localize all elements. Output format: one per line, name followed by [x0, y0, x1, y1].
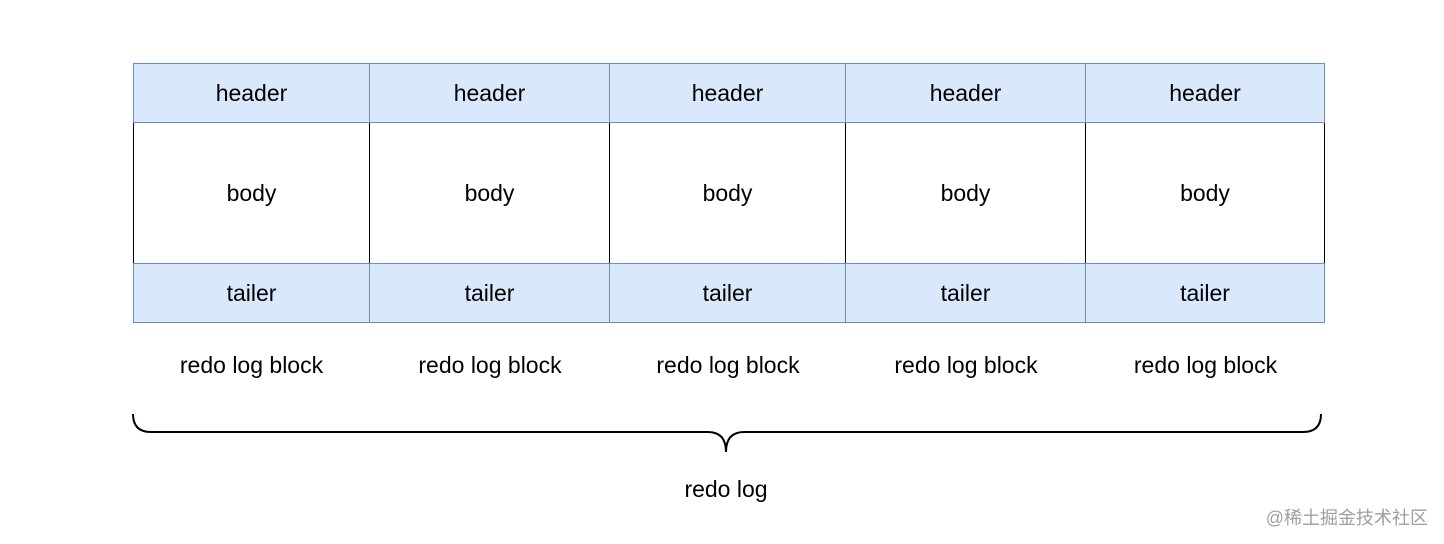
block-header: header — [610, 63, 846, 123]
block-body: body — [1086, 123, 1325, 263]
redo-log-block-5: header body tailer redo log block — [1086, 63, 1325, 407]
block-tailer: tailer — [133, 263, 370, 323]
redo-log-block-1: header body tailer redo log block — [133, 63, 370, 407]
block-header: header — [846, 63, 1086, 123]
block-label: redo log block — [1133, 351, 1278, 378]
block-label: redo log block — [656, 351, 800, 378]
block-body: body — [610, 123, 846, 263]
redo-log-block-2: header body tailer redo log block — [370, 63, 610, 407]
block-body: body — [370, 123, 610, 263]
watermark: @稀土掘金技术社区 — [1265, 508, 1428, 528]
block-body: body — [846, 123, 1086, 263]
block-label: redo log block — [894, 351, 1038, 378]
block-label: redo log block — [418, 351, 562, 378]
block-tailer: tailer — [846, 263, 1086, 323]
redo-log-block-3: header body tailer redo log block — [610, 63, 846, 407]
block-body: body — [133, 123, 370, 263]
block-tailer: tailer — [1086, 263, 1325, 323]
block-header: header — [1086, 63, 1325, 123]
block-header: header — [370, 63, 610, 123]
redo-log-block-4: header body tailer redo log block — [846, 63, 1086, 407]
block-tailer: tailer — [370, 263, 610, 323]
redo-log-label: redo log — [684, 476, 768, 502]
block-label: redo log block — [179, 351, 324, 378]
redo-log-blocks: header body tailer redo log block header… — [133, 63, 1325, 407]
block-header: header — [133, 63, 370, 123]
block-tailer: tailer — [610, 263, 846, 323]
grouping-brace — [132, 413, 1322, 453]
